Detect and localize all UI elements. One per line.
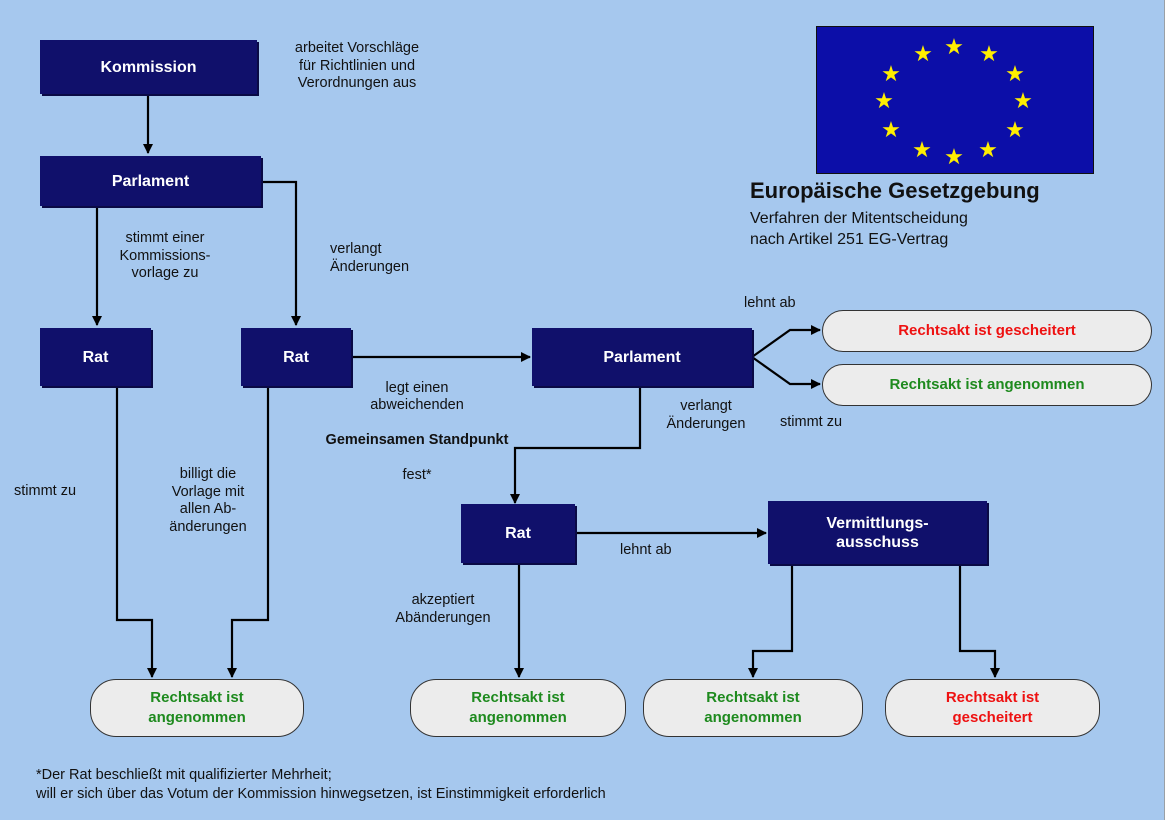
label-standpunkt: legt einen abweichenden Gemeinsamen Stan… xyxy=(302,362,532,485)
outcome-angenommen-2-label: Rechtsakt ist angenommen xyxy=(469,689,567,726)
outcome-angenommen-1: Rechtsakt ist angenommen xyxy=(90,679,304,737)
rat-box-3: Rat xyxy=(461,504,575,563)
star-icon: ★ xyxy=(912,137,932,162)
label-verlangt-aenderungen-2: verlangt Änderungen xyxy=(666,398,746,432)
rat-label-1: Rat xyxy=(82,348,109,366)
star-icon: ★ xyxy=(944,34,964,59)
outcome-gescheitert-top: Rechtsakt ist gescheitert xyxy=(822,310,1152,352)
label-stimmt-zu-left: stimmt zu xyxy=(14,483,77,499)
parlament-box-1: Parlament xyxy=(40,156,261,206)
outcome-angenommen-3: Rechtsakt ist angenommen xyxy=(643,679,863,737)
arrow-rat1-outcome1 xyxy=(115,386,157,678)
arrow-vermittlung-outcome4 xyxy=(958,564,1000,678)
arrow-parlament2-gescheitert xyxy=(751,325,821,358)
label-verlangt-aenderungen: verlangt Änderungen xyxy=(330,241,410,275)
star-icon: ★ xyxy=(874,88,894,113)
label-standpunkt-bold: Gemeinsamen Standpunkt xyxy=(325,432,509,448)
right-scrollbar-edge xyxy=(1164,0,1173,820)
outcome-angenommen-3-label: Rechtsakt ist angenommen xyxy=(704,689,802,726)
vermittlungsausschuss-box: Vermittlungs- ausschuss xyxy=(768,501,987,564)
label-lehnt-ab-rat3: lehnt ab xyxy=(620,542,672,558)
star-icon: ★ xyxy=(881,117,901,142)
rat-box-2: Rat xyxy=(241,328,351,386)
kommission-label: Kommission xyxy=(100,58,197,76)
parlament-label-2: Parlament xyxy=(603,348,681,366)
parlament-box-2: Parlament xyxy=(532,328,752,386)
rat-label-2: Rat xyxy=(283,348,309,366)
star-icon: ★ xyxy=(913,41,933,66)
label-akzeptiert: akzeptiert Abänderungen xyxy=(395,592,491,626)
arrow-parlament2-angenommen xyxy=(751,356,821,389)
outcome-gescheitert-1-label: Rechtsakt ist gescheitert xyxy=(945,689,1040,726)
outcome-angenommen-top: Rechtsakt ist angenommen xyxy=(822,364,1152,406)
outcome-gescheitert-1: Rechtsakt ist gescheitert xyxy=(885,679,1100,737)
label-lehnt-ab-top: lehnt ab xyxy=(744,295,796,311)
rat-label-3: Rat xyxy=(505,525,531,542)
kommission-box: Kommission xyxy=(40,40,257,94)
star-icon: ★ xyxy=(1013,88,1033,113)
star-icon: ★ xyxy=(1005,61,1025,86)
label-billigt: billigt die Vorlage mit allen Ab- änderu… xyxy=(169,466,247,535)
outcome-gescheitert-top-label: Rechtsakt ist gescheitert xyxy=(898,322,1076,339)
diagram-subtitle: Verfahren der Mitentscheidung nach Artik… xyxy=(750,210,968,248)
outcome-angenommen-top-label: Rechtsakt ist angenommen xyxy=(889,376,1085,393)
star-icon: ★ xyxy=(978,137,998,162)
label-standpunkt-pre: legt einen abweichenden xyxy=(370,379,464,414)
label-standpunkt-post: fest* xyxy=(402,467,432,483)
arrow-vermittlung-outcome3 xyxy=(748,564,794,678)
outcome-angenommen-2: Rechtsakt ist angenommen xyxy=(410,679,626,737)
star-icon: ★ xyxy=(944,144,964,169)
arrow-parlament2-rat3 xyxy=(510,386,642,504)
star-icon: ★ xyxy=(881,61,901,86)
label-kommission-desc: arbeitet Vorschläge für Richtlinien und … xyxy=(294,40,420,91)
label-stimmt-vorlage: stimmt einer Kommissions- vorlage zu xyxy=(119,230,211,281)
parlament-label-1: Parlament xyxy=(111,172,190,190)
eu-flag: ★ ★ ★ ★ ★ ★ ★ ★ ★ ★ ★ ★ xyxy=(816,26,1094,174)
footnote: *Der Rat beschließt mit qualifizierter M… xyxy=(36,767,606,802)
arrow-parlament-rat2 xyxy=(261,180,301,326)
vermittlungsausschuss-label: Vermittlungs- ausschuss xyxy=(826,514,929,551)
rat-box-1: Rat xyxy=(40,328,151,386)
diagram-title: Europäische Gesetzgebung xyxy=(750,178,1040,203)
star-icon: ★ xyxy=(979,41,999,66)
star-icon: ★ xyxy=(1005,117,1025,142)
label-stimmt-zu-right: stimmt zu xyxy=(780,414,843,430)
arrow-rat2-outcome1 xyxy=(227,386,270,678)
outcome-angenommen-1-label: Rechtsakt ist angenommen xyxy=(148,689,246,726)
